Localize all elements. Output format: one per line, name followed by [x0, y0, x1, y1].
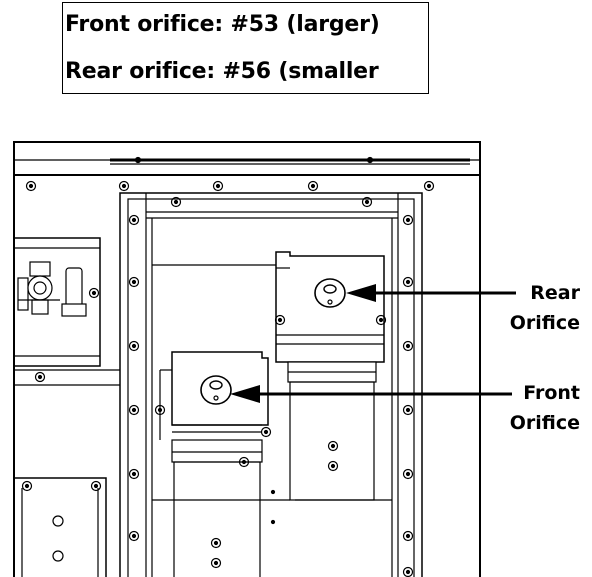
front-callout-line1: Front — [523, 382, 580, 404]
orifice-size-note: Front orifice: #53 (larger) Rear orifice… — [62, 2, 429, 94]
gas-valve-fittings — [17, 261, 87, 317]
rear-orifice-icon — [314, 278, 346, 308]
rear-callout-line2: Orifice — [509, 312, 580, 334]
inner-panel — [119, 192, 423, 577]
top-rail-screws — [134, 156, 374, 164]
mounting-screws — [21, 180, 435, 577]
left-control-panel — [13, 237, 120, 386]
rear-orifice-callout: Rear Orifice — [490, 278, 580, 338]
lower-left-panel — [13, 477, 107, 577]
front-orifice-size-text: Front orifice: #53 (larger) — [65, 12, 380, 37]
front-callout-line2: Orifice — [509, 412, 580, 434]
front-orifice-callout: Front Orifice — [490, 378, 580, 438]
front-orifice-icon — [200, 375, 232, 405]
front-orifice-leader-arrow — [230, 385, 512, 403]
rear-callout-line1: Rear — [530, 282, 580, 304]
rear-orifice-leader-arrow — [346, 284, 516, 302]
rear-orifice-size-text: Rear orifice: #56 (smaller — [65, 59, 379, 84]
